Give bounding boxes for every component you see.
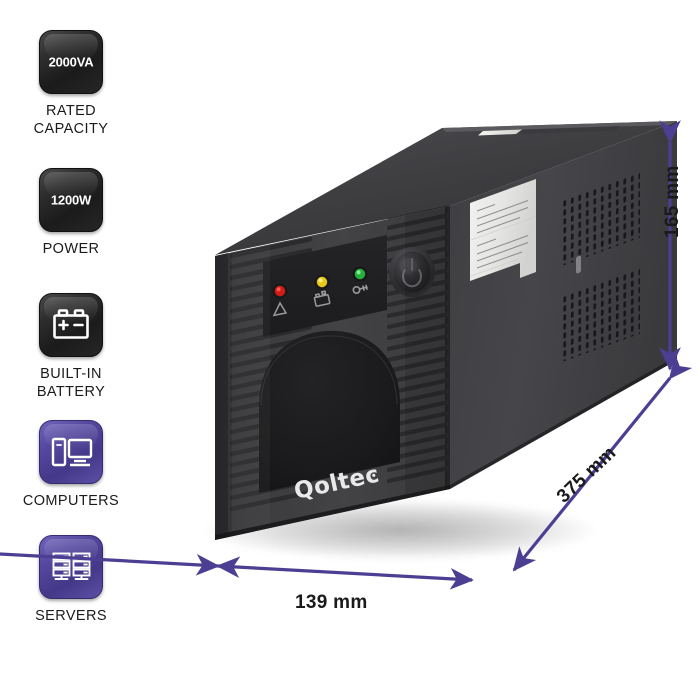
ups-front-circular-panel: [259, 330, 400, 493]
power-badge-icon: 1200W: [39, 168, 103, 232]
servers-badge: [39, 535, 103, 599]
feature-label-line1: BUILT-IN: [40, 366, 102, 382]
ups-side-spec-label: [470, 179, 536, 281]
feature-label-built-in-battery: BUILT-IN BATTERY: [0, 366, 142, 401]
built-in-battery-badge: [39, 293, 103, 357]
rated-capacity-badge-icon: 2000VA: [39, 30, 103, 94]
feature-item-rated-capacity[interactable]: 2000VA RATED CAPACITY: [0, 30, 142, 138]
ups-side-latch: [576, 255, 581, 274]
computer-icon: [51, 437, 93, 467]
feature-item-computers[interactable]: COMPUTERS: [0, 420, 142, 511]
feature-label-computers: COMPUTERS: [0, 493, 142, 511]
product-image: Qoltec: [150, 0, 700, 700]
ups-top-sticker: [478, 129, 522, 136]
battery-icon: [53, 309, 89, 339]
ups-top-sticker-text: [519, 126, 620, 134]
computers-badge: [39, 420, 103, 484]
feature-label-rated-capacity: RATED CAPACITY: [0, 103, 142, 138]
feature-label-line2: CAPACITY: [33, 120, 109, 137]
warning-triangle-icon: [272, 301, 288, 317]
feature-label-line1: SERVERS: [35, 608, 107, 624]
feature-label-line1: RATED: [45, 103, 97, 119]
ups-top-edge-highlight: [442, 121, 677, 132]
feature-label-line1: POWER: [42, 241, 100, 257]
rated-capacity-value: 2000VA: [48, 54, 94, 70]
width-dimension-label: 139 mm: [295, 592, 368, 613]
led-battery: [314, 274, 330, 290]
feature-label-line2: BATTERY: [36, 383, 106, 400]
plug-icon: [352, 284, 368, 294]
server-rack-icon: [52, 552, 91, 580]
ups-front-left-bevel: [215, 253, 228, 540]
feature-label-power: POWER: [0, 241, 142, 259]
feature-item-built-in-battery[interactable]: BUILT-IN BATTERY: [0, 293, 142, 401]
ups-top-panel: [215, 121, 677, 255]
feature-item-servers[interactable]: SERVERS: [0, 535, 142, 626]
feature-label-servers: SERVERS: [0, 608, 142, 626]
feature-item-power[interactable]: 1200W POWER: [0, 168, 142, 259]
feature-sidebar: 2000VA RATED CAPACITY 1200W POWER: [0, 0, 142, 700]
led-fault: [272, 283, 288, 299]
height-dimension-label: 165 mm: [662, 165, 683, 238]
led-line: [352, 266, 368, 282]
battery-status-icon: [313, 290, 331, 307]
power-button[interactable]: [389, 247, 435, 297]
spec-label-text-lines: [476, 200, 529, 269]
power-symbol-icon: [402, 258, 422, 288]
power-value: 1200W: [50, 192, 92, 208]
feature-label-line1: COMPUTERS: [22, 493, 120, 509]
ups-unit-illustration: Qoltec: [215, 121, 677, 540]
ups-bottom-edge: [215, 485, 450, 540]
ups-side-vents: [562, 171, 640, 362]
